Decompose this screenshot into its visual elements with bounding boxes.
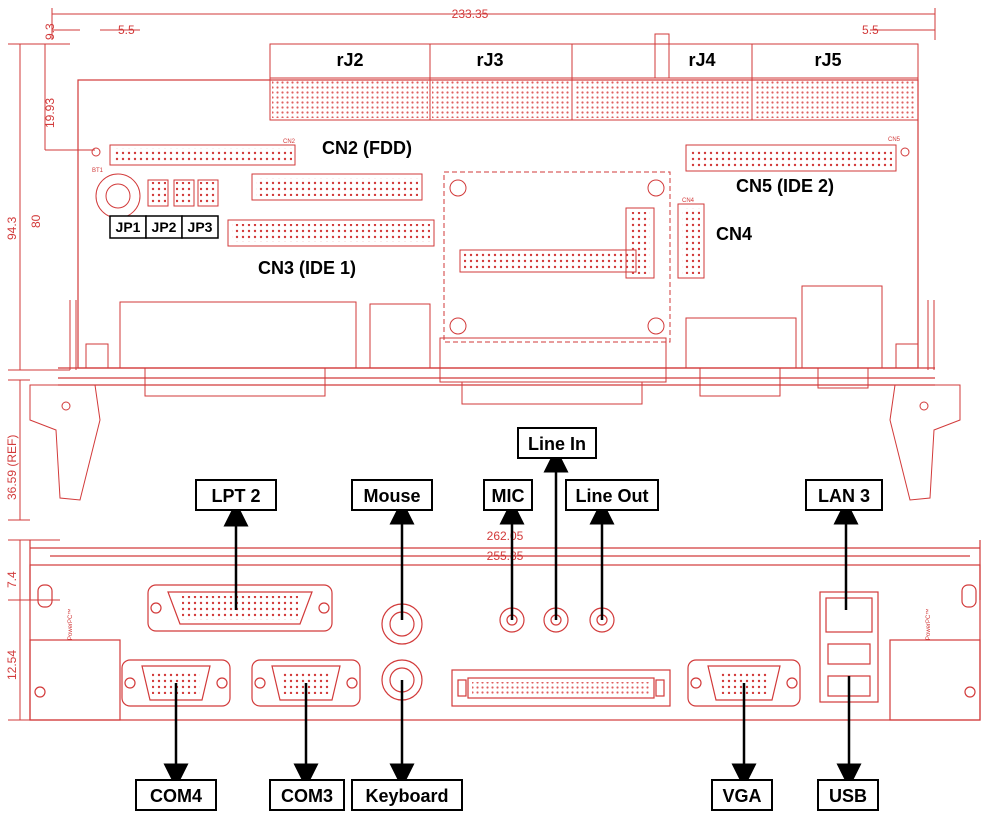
callout-line-out: Line Out: [576, 486, 649, 506]
ejector-handles: [29, 384, 961, 501]
silk-cn5: CN5: [888, 137, 901, 143]
left-dimension: [8, 43, 95, 721]
dim-bottom-width2: 255.85: [487, 549, 524, 563]
cn2-connector: [91, 144, 296, 166]
callout-boxes: [135, 427, 883, 811]
silk-cn2: CN2: [283, 139, 296, 145]
label-cn4: CN4: [716, 224, 752, 244]
cn5-connector: [685, 144, 910, 172]
ide-connectors: [227, 173, 435, 247]
label-rj3: rJ3: [476, 50, 503, 70]
label-rj2: rJ2: [336, 50, 363, 70]
callout-lpt2: LPT 2: [211, 486, 260, 506]
callout-arrows: [163, 447, 862, 789]
cn4-connector: [677, 203, 705, 279]
dim-left-height: 94.3: [5, 216, 19, 240]
callout-mouse: Mouse: [363, 486, 420, 506]
callout-usb: USB: [829, 786, 867, 806]
label-rj4: rJ4: [688, 50, 715, 70]
silk-panel-left: PowerPC™: [67, 609, 74, 640]
dim-left-ref: 36.59 (REF): [5, 435, 19, 500]
dim-left-mid: 19.93: [43, 98, 57, 128]
label-cn5: CN5 (IDE 2): [736, 176, 834, 196]
callout-mic: MIC: [492, 486, 525, 506]
battery: [95, 173, 141, 219]
jumper-label-boxes: [109, 215, 219, 239]
label-cn3: CN3 (IDE 1): [258, 258, 356, 278]
silk-cn4: CN4: [682, 198, 695, 204]
callout-com4: COM4: [150, 786, 202, 806]
dim-bottom-left-mid: 12.54: [5, 650, 19, 680]
lpt-port: [147, 584, 333, 632]
top-dimension: [51, 8, 936, 40]
silk-bat: BT1: [92, 168, 104, 174]
dim-top-left-offset: 5.5: [118, 23, 135, 37]
dim-bottom-width1: 262.05: [487, 529, 524, 543]
callout-vga: VGA: [722, 786, 761, 806]
label-jp2: JP2: [152, 219, 177, 235]
label-rj5: rJ5: [814, 50, 841, 70]
rear-connectors: [269, 33, 919, 121]
dim-left-small: 9.3: [43, 23, 57, 40]
dim-top-right-offset: 5.5: [862, 23, 879, 37]
callout-keyboard: Keyboard: [365, 786, 448, 806]
callout-line-in: Line In: [528, 434, 586, 454]
label-jp3: JP3: [188, 219, 213, 235]
front-panel: [29, 540, 981, 721]
dim-bottom-left-small: 7.4: [5, 571, 19, 588]
jumper-area: [147, 179, 219, 207]
dim-top-width: 233.35: [452, 7, 489, 21]
label-jp1: JP1: [116, 219, 141, 235]
top-front-connectors: [69, 285, 935, 405]
dim-left-inner: 80: [29, 214, 43, 228]
callout-lan3: LAN 3: [818, 486, 870, 506]
long-connector: [451, 669, 671, 707]
label-cn2: CN2 (FDD): [322, 138, 412, 158]
silk-panel-right: PowerPC™: [925, 609, 932, 640]
callout-com3: COM3: [281, 786, 333, 806]
